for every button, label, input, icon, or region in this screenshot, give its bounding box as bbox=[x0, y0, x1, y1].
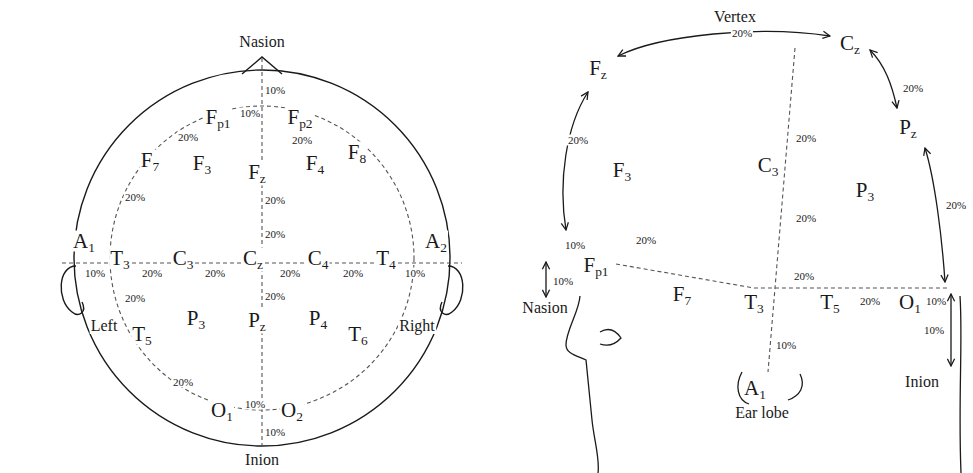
percent-label: 20% bbox=[859, 296, 881, 307]
electrode-label: O1 bbox=[898, 292, 922, 313]
electrode-label: Cz bbox=[242, 248, 264, 269]
percent-label: 20% bbox=[291, 135, 313, 146]
electrode-label: Cz bbox=[839, 33, 861, 54]
electrode-label: Fz bbox=[588, 58, 608, 79]
percent-label: 20% bbox=[793, 271, 815, 282]
electrode-label: Pz bbox=[247, 310, 267, 331]
electrode-label: T4 bbox=[375, 248, 397, 269]
scalp-arrow bbox=[870, 50, 897, 108]
percent-label: 20% bbox=[141, 268, 163, 279]
percent-label: 20% bbox=[635, 235, 657, 246]
nasion-arrow bbox=[545, 262, 546, 297]
landmark-label: Ear lobe bbox=[734, 405, 790, 421]
electrode-label: C4 bbox=[307, 248, 330, 269]
percent-label: 20% bbox=[124, 293, 146, 304]
electrode-label: F7 bbox=[140, 150, 160, 171]
right-ear bbox=[440, 266, 462, 314]
electrode-label: Fp1 bbox=[582, 255, 609, 276]
electrode-label: T3 bbox=[743, 292, 765, 313]
electrode-label: Pz bbox=[898, 117, 918, 138]
electrode-label: A1 bbox=[72, 231, 96, 252]
percent-label: 20% bbox=[204, 268, 226, 279]
percent-label: 20% bbox=[945, 200, 967, 211]
percent-label: 20% bbox=[124, 192, 146, 203]
landmark-label: Vertex bbox=[713, 9, 757, 25]
percent-label: 20% bbox=[264, 195, 286, 206]
electrode-label: T5 bbox=[819, 292, 841, 313]
scalp-arrow bbox=[618, 31, 830, 56]
electrode-label: F8 bbox=[347, 142, 367, 163]
landmark-label: Inion bbox=[904, 374, 940, 390]
percent-label: 20% bbox=[731, 28, 753, 39]
percent-label: 10% bbox=[552, 276, 574, 287]
scalp-arrow bbox=[563, 92, 588, 230]
electrode-label: A1 bbox=[743, 378, 767, 399]
percent-label: 20% bbox=[279, 268, 301, 279]
percent-label: 10% bbox=[244, 399, 266, 410]
electrode-label: T6 bbox=[347, 324, 369, 345]
landmark-label: Left bbox=[90, 318, 119, 334]
percent-label: 20% bbox=[177, 132, 199, 143]
face-profile bbox=[566, 296, 598, 473]
electrode-label: F7 bbox=[672, 284, 692, 305]
eye bbox=[600, 330, 621, 346]
electrode-label: F3 bbox=[192, 153, 212, 174]
electrode-label: Fp2 bbox=[286, 107, 313, 128]
electrode-label: C3 bbox=[757, 155, 780, 176]
percent-label: 10% bbox=[923, 325, 945, 336]
horizontal-line bbox=[616, 264, 948, 288]
percent-label: 20% bbox=[264, 229, 286, 240]
electrode-label: O2 bbox=[280, 400, 304, 421]
left-ear bbox=[61, 266, 83, 314]
percent-label: 10% bbox=[264, 427, 286, 438]
percent-label: 20% bbox=[342, 268, 364, 279]
percent-label: 20% bbox=[795, 213, 817, 224]
electrode-label: C3 bbox=[172, 248, 195, 269]
electrode-label: P3 bbox=[186, 308, 206, 329]
percent-label: 10% bbox=[239, 108, 261, 119]
electrode-label: F3 bbox=[612, 160, 632, 181]
landmark-label: Inion bbox=[244, 452, 280, 468]
percent-label: 20% bbox=[264, 291, 286, 302]
electrode-label: Fz bbox=[247, 162, 267, 183]
percent-label: 20% bbox=[567, 135, 589, 146]
percent-label: 20% bbox=[902, 83, 924, 94]
back-of-head bbox=[960, 296, 961, 473]
vertical-line bbox=[768, 48, 795, 372]
percent-label: 10% bbox=[925, 296, 947, 307]
electrode-label: T5 bbox=[131, 324, 153, 345]
landmark-label: Nasion bbox=[238, 34, 285, 50]
inion-arrow bbox=[950, 294, 951, 366]
landmark-label: Right bbox=[398, 318, 436, 334]
electrode-label: T3 bbox=[109, 248, 131, 269]
landmark-label: Nasion bbox=[521, 300, 568, 316]
electrode-label: P4 bbox=[308, 308, 328, 329]
percent-label: 10% bbox=[775, 340, 797, 351]
percent-label: 20% bbox=[172, 377, 194, 388]
percent-label: 10% bbox=[564, 240, 586, 251]
percent-label: 20% bbox=[795, 133, 817, 144]
ear bbox=[788, 374, 802, 400]
electrode-label: O1 bbox=[210, 400, 234, 421]
electrode-label: P3 bbox=[855, 180, 875, 201]
percent-label: 10% bbox=[264, 85, 286, 96]
electrode-label: F4 bbox=[305, 153, 325, 174]
scalp-arrow bbox=[925, 148, 945, 282]
percent-label: 10% bbox=[84, 268, 106, 279]
percent-label: 10% bbox=[404, 268, 426, 279]
electrode-label: Fp1 bbox=[204, 107, 231, 128]
electrode-label: A2 bbox=[424, 231, 448, 252]
